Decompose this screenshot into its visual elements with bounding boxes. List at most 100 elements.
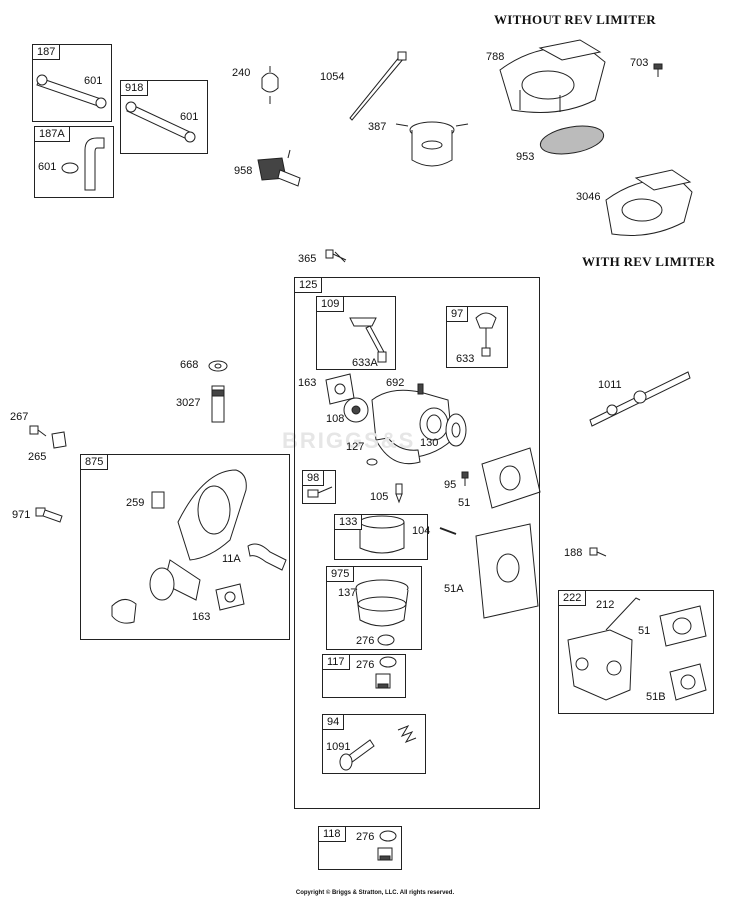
kit-box-187a[interactable]: 187A: [34, 126, 114, 198]
kit-number-98: 98: [303, 471, 325, 486]
kit-box-109[interactable]: 109: [316, 296, 396, 370]
part-label[interactable]: 3046: [576, 191, 601, 203]
kit-number-125: 125: [295, 278, 323, 293]
part-label[interactable]: 276: [356, 659, 375, 671]
part-label[interactable]: 259: [126, 497, 145, 509]
watermark-text: BRIGGS&S: [282, 428, 416, 453]
screw-icon: [653, 63, 663, 77]
part-label[interactable]: 130: [420, 437, 439, 449]
connector-icon: [151, 491, 165, 509]
kit-box-117[interactable]: 117: [322, 654, 406, 698]
fuel-line-icon: [125, 101, 196, 143]
part-label[interactable]: 127: [346, 441, 365, 453]
part-label[interactable]: 163: [192, 611, 211, 623]
main-jet-icon: [375, 656, 397, 689]
part-label[interactable]: 212: [596, 599, 615, 611]
kit-number-118: 118: [319, 827, 346, 842]
spacer-plate-icon: [475, 523, 539, 619]
part-label[interactable]: 276: [356, 635, 375, 647]
part-label[interactable]: 365: [298, 253, 317, 265]
part-label[interactable]: 188: [564, 547, 583, 559]
part-label[interactable]: 95: [444, 479, 457, 491]
fuel-filter-icon: [261, 66, 279, 104]
part-label[interactable]: 11A: [222, 553, 241, 565]
kit-box-118[interactable]: 118: [318, 826, 402, 870]
drain-screw-icon: [377, 830, 397, 861]
part-label[interactable]: 958: [234, 165, 253, 177]
part-label[interactable]: 51B: [646, 691, 666, 703]
part-label[interactable]: 692: [386, 377, 405, 389]
part-label[interactable]: 3027: [176, 397, 201, 409]
part-label[interactable]: 387: [368, 121, 387, 133]
kit-box-222[interactable]: 222: [558, 590, 714, 714]
fuel-solenoid-icon: [395, 121, 469, 167]
part-label[interactable]: 601: [38, 161, 57, 173]
part-label[interactable]: 788: [486, 51, 505, 63]
kit-number-875: 875: [81, 455, 109, 470]
gasket-icon: [215, 583, 245, 611]
part-label[interactable]: 633A: [352, 357, 378, 369]
part-label[interactable]: 1054: [320, 71, 345, 83]
part-label[interactable]: 668: [180, 359, 199, 371]
part-label[interactable]: 51: [458, 497, 471, 509]
screw-icon: [461, 471, 469, 486]
kit-number-187: 187: [33, 45, 61, 60]
kit-box-975[interactable]: 975: [326, 566, 422, 650]
part-label[interactable]: 1011: [598, 379, 622, 391]
air-cleaner-base-icon: [605, 169, 693, 236]
screw-icon: [307, 486, 333, 498]
part-label[interactable]: 265: [28, 451, 47, 463]
washer-icon: [208, 360, 228, 372]
part-label[interactable]: 267: [10, 411, 29, 423]
screw-icon: [589, 547, 607, 557]
part-label[interactable]: 633: [456, 353, 475, 365]
part-label[interactable]: 1091: [326, 741, 351, 753]
part-label[interactable]: 163: [298, 377, 317, 389]
kit-number-133: 133: [335, 515, 363, 530]
kit-number-187a: 187A: [35, 127, 70, 142]
pin-icon: [417, 383, 424, 395]
kit-box-187[interactable]: 187: [32, 44, 112, 122]
part-label[interactable]: 51A: [444, 583, 464, 595]
part-label[interactable]: 108: [326, 413, 345, 425]
part-label[interactable]: 276: [356, 831, 375, 843]
intake-elbow-icon: [111, 469, 247, 624]
part-label[interactable]: 105: [370, 491, 389, 503]
elbow-hose-icon: [61, 137, 105, 191]
hose-icon: [247, 543, 287, 571]
part-label[interactable]: 51: [638, 625, 651, 637]
part-label[interactable]: 601: [84, 75, 103, 87]
kit-number-117: 117: [323, 655, 350, 670]
spacer-icon: [211, 385, 225, 423]
kit-number-109: 109: [317, 297, 345, 312]
part-label[interactable]: 240: [232, 67, 251, 79]
kit-box-98[interactable]: 98: [302, 470, 336, 504]
kit-box-97[interactable]: 97: [446, 306, 508, 368]
kit-number-222: 222: [559, 591, 587, 606]
gasket-icon: [445, 413, 467, 447]
heading-with-rev-limiter: WITH REV LIMITER: [582, 254, 716, 269]
choke-shaft-icon: [475, 312, 497, 357]
ball-icon: [366, 458, 378, 466]
breather-tube-icon: [589, 371, 691, 427]
fuel-bowl-icon: [355, 579, 409, 646]
kit-box-125[interactable]: 125: [294, 277, 540, 809]
kit-box-94[interactable]: 94: [322, 714, 426, 774]
gasket-icon: [659, 605, 707, 647]
part-label[interactable]: 104: [412, 525, 431, 537]
kit-box-918[interactable]: 918: [120, 80, 208, 154]
kit-number-97: 97: [447, 307, 469, 322]
kit-box-875[interactable]: 875: [80, 454, 290, 640]
idle-screw-icon: [339, 724, 417, 771]
kit-number-918: 918: [121, 81, 149, 96]
part-label[interactable]: 601: [180, 111, 199, 123]
part-label[interactable]: 703: [630, 57, 649, 69]
clip-icon: [51, 431, 67, 449]
cable-tie-icon: [349, 51, 407, 121]
kit-box-133[interactable]: 133: [334, 514, 428, 560]
part-label[interactable]: 971: [12, 509, 31, 521]
part-label[interactable]: 953: [516, 151, 535, 163]
kit-number-975: 975: [327, 567, 355, 582]
part-label[interactable]: 137: [338, 587, 357, 599]
heading-without-rev-limiter: WITHOUT REV LIMITER: [494, 12, 656, 27]
